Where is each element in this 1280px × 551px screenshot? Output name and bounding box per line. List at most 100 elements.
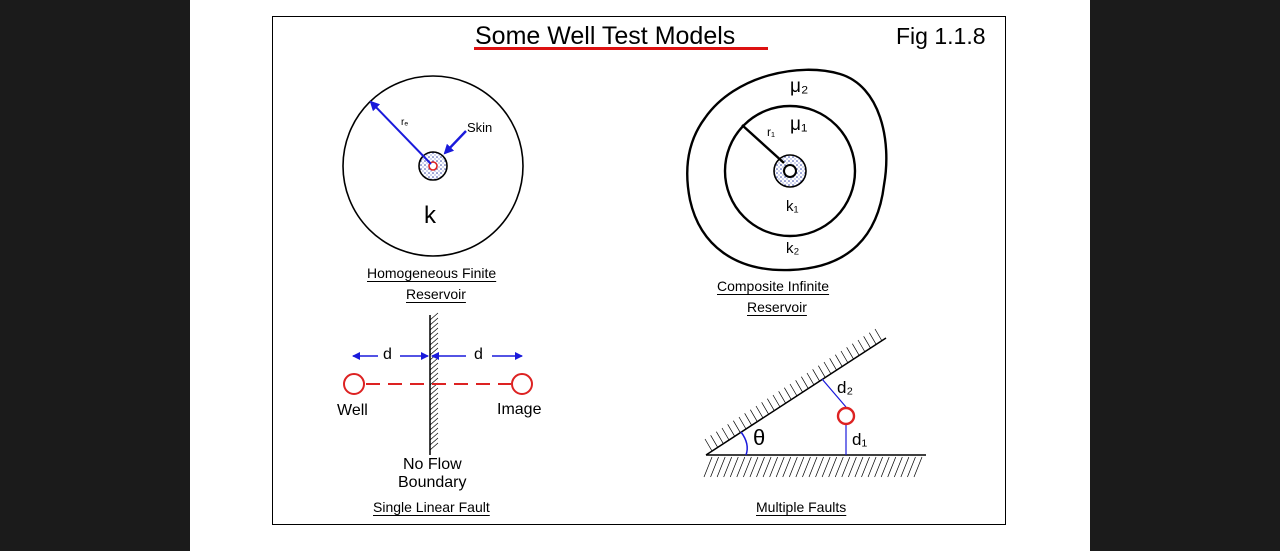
hatch-mark bbox=[738, 416, 747, 430]
hatch-mark bbox=[429, 342, 439, 351]
hatch-mark bbox=[828, 456, 838, 478]
hatch-mark bbox=[834, 456, 844, 478]
hatch-mark bbox=[429, 397, 439, 406]
hatch-mark bbox=[429, 312, 439, 321]
hatch-mark bbox=[429, 442, 439, 451]
hatch-mark bbox=[789, 383, 798, 397]
composite-panel bbox=[686, 68, 888, 272]
k1-label: k₁ bbox=[786, 198, 799, 215]
document-page bbox=[190, 0, 1090, 551]
hatch-mark bbox=[429, 377, 439, 386]
hatch-mark bbox=[721, 427, 730, 441]
fault-hatching bbox=[429, 312, 439, 451]
right-distance-label: d bbox=[474, 346, 483, 363]
hatch-mark bbox=[840, 350, 849, 364]
hatch-mark bbox=[704, 438, 713, 452]
hatch-mark bbox=[762, 456, 772, 478]
homogeneous-caption-line1: Homogeneous Finite bbox=[367, 265, 497, 281]
hatch-mark bbox=[821, 456, 831, 478]
hatch-mark bbox=[893, 456, 903, 478]
hatch-mark bbox=[429, 392, 439, 401]
hatch-mark bbox=[782, 456, 792, 478]
hatch-mark bbox=[710, 435, 718, 448]
r1-line bbox=[741, 124, 785, 164]
hatch-mark bbox=[429, 417, 439, 426]
image-label: Image bbox=[497, 401, 542, 418]
hatch-mark bbox=[750, 409, 758, 422]
skin-arrow bbox=[443, 130, 467, 155]
mu1-label: μ₁ bbox=[790, 114, 808, 135]
hatch-mark bbox=[907, 456, 916, 478]
hatch-mark bbox=[429, 427, 439, 436]
homogeneous-panel bbox=[342, 75, 524, 257]
hatch-mark bbox=[863, 336, 871, 349]
hatch-mark bbox=[723, 456, 733, 478]
reservoir-boundary-circle bbox=[342, 75, 524, 257]
hatch-mark bbox=[841, 456, 851, 478]
mu2-label: μ₂ bbox=[790, 76, 809, 97]
hatch-mark bbox=[808, 456, 818, 478]
hatch-mark bbox=[854, 456, 864, 478]
hatch-mark bbox=[703, 456, 713, 478]
hatch-mark bbox=[812, 369, 820, 382]
hatch-mark bbox=[848, 456, 857, 478]
hatch-mark bbox=[801, 376, 809, 389]
hatch-mark bbox=[429, 322, 439, 331]
hatch-mark bbox=[733, 420, 741, 433]
hatch-mark bbox=[802, 456, 811, 478]
inclined-fault bbox=[705, 337, 887, 456]
hatch-mark bbox=[761, 402, 769, 415]
hatch-mark bbox=[716, 431, 724, 444]
hatch-mark bbox=[429, 412, 439, 421]
permeability-label: k bbox=[424, 202, 436, 229]
left-distance-label: d bbox=[383, 346, 392, 363]
inclined-fault-hatching bbox=[704, 328, 883, 452]
hatch-mark bbox=[429, 317, 439, 326]
hatch-mark bbox=[869, 332, 877, 345]
hatch-mark bbox=[815, 456, 824, 478]
hatch-mark bbox=[429, 327, 439, 336]
hatch-mark bbox=[829, 358, 837, 371]
hatch-mark bbox=[861, 456, 870, 478]
hatch-mark bbox=[429, 422, 439, 431]
hatch-mark bbox=[429, 402, 439, 411]
d1-label: d₁ bbox=[852, 430, 868, 449]
hatch-mark bbox=[736, 456, 746, 478]
hatch-mark bbox=[867, 456, 877, 478]
d2-label: d₂ bbox=[837, 378, 854, 397]
boundary-label-line2: Boundary bbox=[398, 474, 467, 491]
hatch-mark bbox=[710, 456, 719, 478]
angle-arc bbox=[740, 431, 748, 456]
composite-wellbore bbox=[783, 164, 797, 178]
r1-label: r₁ bbox=[767, 125, 776, 139]
hatch-mark bbox=[767, 398, 775, 411]
radius-arrow bbox=[369, 100, 432, 165]
hatch-mark bbox=[818, 365, 826, 378]
fault-well-symbol bbox=[836, 406, 856, 426]
title-underline bbox=[474, 47, 768, 50]
d2-line bbox=[821, 378, 847, 408]
hatch-mark bbox=[852, 343, 860, 356]
hatch-mark bbox=[772, 394, 781, 408]
hatch-mark bbox=[429, 372, 439, 381]
hatch-mark bbox=[775, 456, 785, 478]
hatch-mark bbox=[716, 456, 726, 478]
hatch-mark bbox=[913, 456, 923, 478]
hatch-mark bbox=[823, 361, 832, 375]
composite-caption-line1: Composite Infinite bbox=[717, 278, 830, 294]
hatch-mark bbox=[756, 456, 765, 478]
hatch-mark bbox=[727, 424, 735, 437]
hatch-mark bbox=[900, 456, 910, 478]
homogeneous-caption-line2: Reservoir bbox=[406, 286, 466, 302]
hatch-mark bbox=[874, 328, 883, 342]
hatch-mark bbox=[429, 437, 439, 446]
composite-caption-line2: Reservoir bbox=[747, 299, 807, 315]
hatch-mark bbox=[769, 456, 778, 478]
hatch-mark bbox=[429, 407, 439, 416]
image-well-symbol bbox=[511, 373, 533, 395]
hatch-mark bbox=[795, 456, 805, 478]
hatch-mark bbox=[749, 456, 759, 478]
hatch-mark bbox=[788, 456, 798, 478]
hatch-mark bbox=[744, 413, 752, 426]
